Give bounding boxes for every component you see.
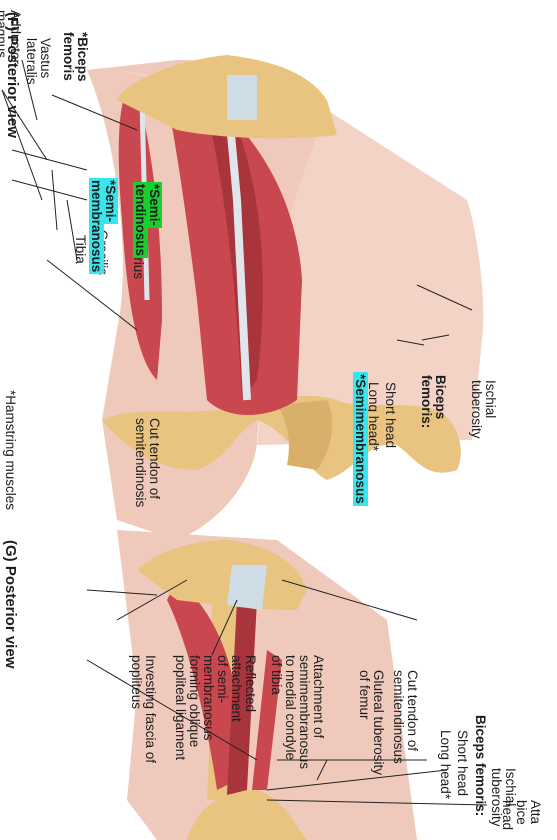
- footnote: *Hamstring muscles: [3, 390, 18, 511]
- knee-bones-g: [137, 540, 307, 610]
- long-head-label-g: Long head*: [438, 730, 453, 800]
- muscle-shadow: [207, 100, 263, 400]
- tibia-label: Tibia: [73, 235, 88, 264]
- biceps-femoris-title-g: Biceps femoris:: [473, 715, 488, 817]
- sacrum: [277, 400, 333, 470]
- panel-g-view-title: (G) Posterior view: [2, 540, 19, 669]
- short-head-label-g: Short head: [455, 730, 470, 797]
- semimembranosus-muscle: [167, 580, 240, 790]
- skin-back: [117, 70, 484, 445]
- knee-ligament: [227, 75, 257, 120]
- knee-ligament-g: [227, 565, 267, 610]
- biceps-short-head: [252, 650, 282, 790]
- semitendinosus-label: *Semi-tendinosus: [133, 182, 162, 259]
- panel-g-illustration: [86, 530, 488, 840]
- short-head-label-f: Short head: [383, 382, 398, 449]
- panel-f-leaders: [1, 59, 473, 346]
- panel-f-illustration: [1, 55, 484, 540]
- panel-f-view-title: (F) Posterior view: [4, 12, 21, 138]
- pelvis-bone: [102, 395, 461, 480]
- pelvis-bone-g: [187, 790, 307, 840]
- long-head-label-f: Long head*: [366, 382, 381, 452]
- semimembranosus-label-g: *Semimembranosus: [353, 372, 368, 506]
- panel-g-leaders: [86, 579, 488, 806]
- semimembranosus-label-f: *Semi-membranosus: [89, 178, 118, 275]
